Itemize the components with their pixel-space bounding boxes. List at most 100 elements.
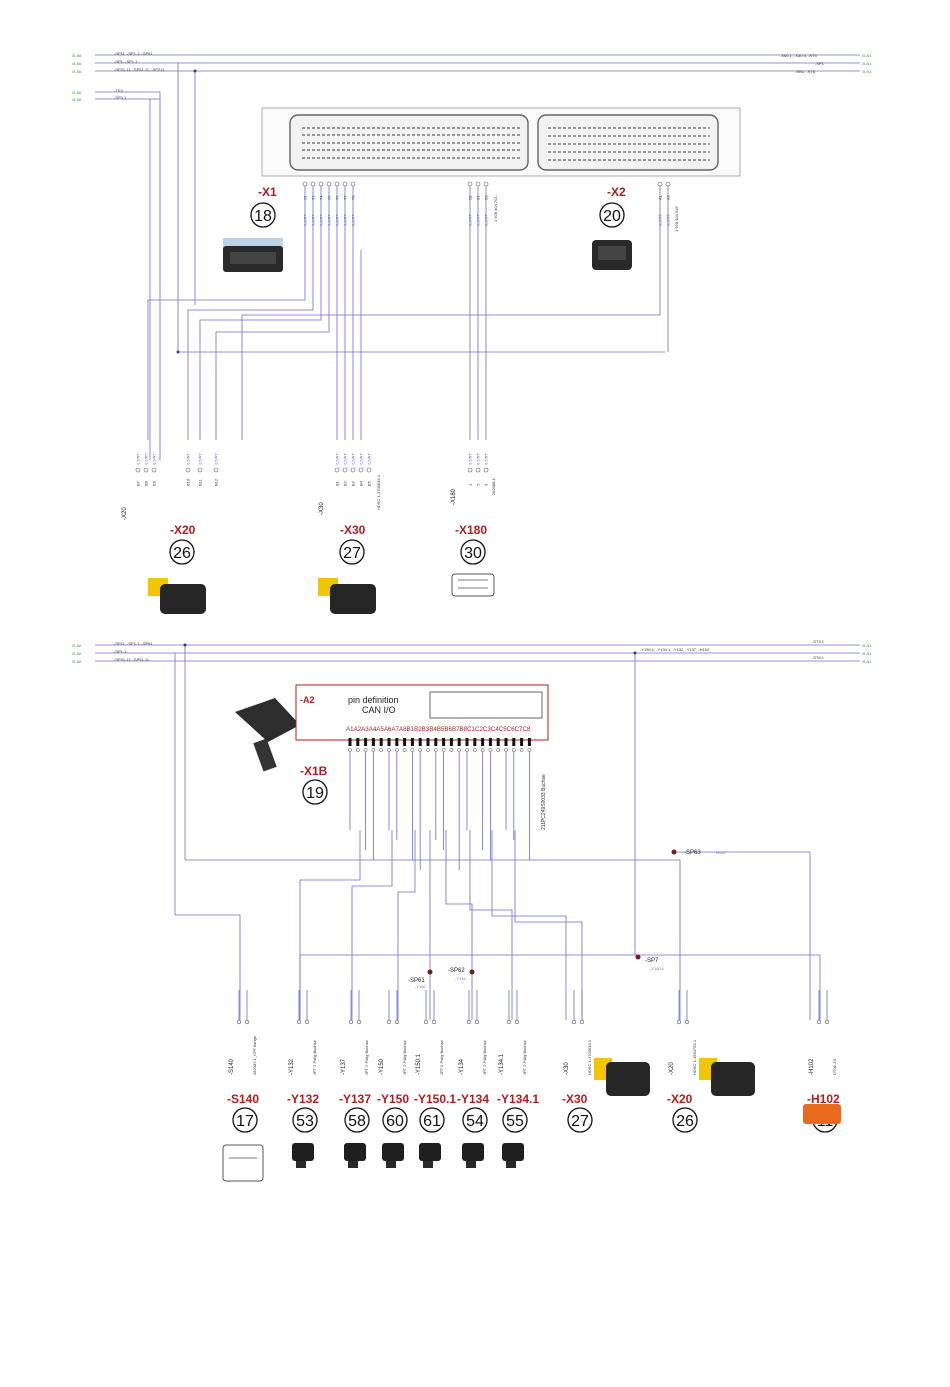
ref-label: /5.A6 bbox=[72, 69, 82, 74]
wire-spec: 0,5/RT bbox=[198, 453, 203, 465]
wire-spec: 0,5/RT bbox=[343, 453, 348, 465]
a2-pin bbox=[504, 738, 508, 746]
ref-wire: -TS3 bbox=[114, 88, 123, 93]
component-pin-label: -Y134.1 bbox=[499, 1053, 505, 1075]
a2-pin bbox=[348, 738, 352, 746]
a2-pin bbox=[379, 738, 383, 746]
ref-label: /5.A1 bbox=[862, 651, 872, 656]
pin-number: B2 bbox=[343, 480, 348, 486]
ref-label: /5.A6 bbox=[72, 643, 82, 648]
a2-pin-definition-box: -A2 pin definition CAN I/O A1A2A3A4A5A6A… bbox=[295, 684, 549, 741]
component-pin-label: -Y134 bbox=[459, 1058, 465, 1075]
component-pin-label: -Y150 bbox=[379, 1058, 385, 1075]
pin-terminal bbox=[334, 467, 340, 473]
x180-part: 282088-1 bbox=[491, 477, 496, 495]
pin-terminal bbox=[135, 467, 141, 473]
pin-def-sub: CAN I/O bbox=[362, 705, 396, 715]
component-label: -Y150 bbox=[377, 1092, 409, 1106]
pin-terminal bbox=[483, 467, 489, 473]
ecu-connector bbox=[261, 107, 741, 177]
pin-terminal bbox=[467, 467, 473, 473]
pin-terminal bbox=[467, 181, 473, 187]
x180-connector-image bbox=[451, 573, 495, 597]
ref-label: /5.A1 bbox=[862, 61, 872, 66]
component-circle bbox=[419, 1107, 445, 1133]
wire-spec: 0,5/RT bbox=[152, 453, 157, 465]
a2-pin bbox=[371, 738, 375, 746]
pin-terminal bbox=[483, 181, 489, 187]
a2-pin bbox=[488, 738, 492, 746]
component-number: 55 bbox=[506, 1113, 524, 1130]
ref-label: /5.A6 bbox=[72, 659, 82, 664]
component-part: 282087-1_CPT flange bbox=[252, 1035, 257, 1075]
component-label: -X30 bbox=[562, 1092, 588, 1106]
component-number: 60 bbox=[386, 1113, 404, 1130]
a2-pin bbox=[457, 738, 461, 746]
top-right-refs: -X60.1, -X50.4, -ST4 /5.A1 -SP1 /5.A1 -S… bbox=[780, 53, 872, 74]
component-circle bbox=[567, 1107, 593, 1133]
svg-text:-Y150: -Y150 bbox=[415, 984, 426, 989]
a2-pin bbox=[410, 738, 414, 746]
h102-image bbox=[803, 1104, 841, 1124]
a2-pin bbox=[426, 738, 430, 746]
ref-wire: -Y150.1, -Y134.1, -Y132, -Y137, -H102 bbox=[640, 647, 710, 652]
x20-circle bbox=[169, 539, 195, 565]
ref-wire: -ST6.1 bbox=[812, 655, 825, 660]
component-number: 26 bbox=[676, 1113, 694, 1130]
ref-wire: -SP1, -SP1.1 bbox=[114, 59, 138, 64]
component-label: -H102 bbox=[807, 1092, 840, 1106]
component-label: -S140 bbox=[227, 1092, 259, 1106]
ref-label: /5.A6 bbox=[72, 90, 82, 95]
component-label: -Y134.1 bbox=[497, 1092, 539, 1106]
component-circle bbox=[292, 1107, 318, 1133]
valve-image bbox=[462, 1143, 484, 1161]
wire-spec: 0,5/RT bbox=[484, 453, 489, 465]
a2-pin bbox=[395, 738, 399, 746]
component-part: HDSC 1-1563759-1 bbox=[692, 1039, 697, 1075]
component-pin-label: -X20 bbox=[669, 1062, 675, 1075]
ref-label: /5.A1 bbox=[862, 643, 872, 648]
a2-pin bbox=[434, 738, 438, 746]
wire-spec: 0,5/RT bbox=[351, 453, 356, 465]
svg-text:-SP62: -SP62 bbox=[448, 968, 465, 974]
component-label: -Y134 bbox=[457, 1092, 489, 1106]
wire-spec: 0,5/RT bbox=[136, 453, 141, 465]
ref-label: /5.A1 bbox=[862, 69, 872, 74]
x30-label: -X30 bbox=[340, 523, 366, 537]
pin-terminal bbox=[475, 467, 481, 473]
a2-pin bbox=[473, 738, 477, 746]
a2-pin bbox=[512, 738, 516, 746]
pin-terminal bbox=[665, 181, 671, 187]
component-part: JPT 2 Polig Buchse bbox=[439, 1039, 444, 1075]
top-left-refs: /5.A6 -SP11, -SP1.1, -SP61 /5.A6 -SP1, -… bbox=[72, 51, 165, 102]
a2-pins bbox=[299, 738, 583, 1020]
pin-number: B11 bbox=[198, 478, 203, 486]
pin-def-title: pin definition bbox=[348, 695, 399, 705]
pin-number: B7 bbox=[136, 480, 141, 486]
s140-image bbox=[222, 1144, 264, 1182]
component-circle bbox=[344, 1107, 370, 1133]
pin-terminal bbox=[350, 181, 356, 187]
x20-connector-image bbox=[148, 578, 206, 614]
splice-sp62: -SP62 -Y134 bbox=[448, 968, 475, 981]
x30-part: HDSC 1-1703639-1 bbox=[376, 474, 381, 510]
splice-sp63: -SP63 H102 bbox=[671, 849, 726, 856]
component-number: 54 bbox=[466, 1113, 484, 1130]
a2-pin bbox=[527, 738, 531, 746]
wire-spec: 0,5/RT bbox=[476, 453, 481, 465]
pin-terminal bbox=[342, 181, 348, 187]
pin-number: B5 bbox=[367, 480, 372, 486]
x180-circle bbox=[460, 539, 486, 565]
ref-wire: -SP11, -SP1.1, -SP61 bbox=[114, 51, 153, 56]
component-pin-label: -H102 bbox=[809, 1058, 815, 1075]
bottom-diagram: /5.A6 -SP11, -SP1.1, -SP61 /5.A6 -SP1.1 … bbox=[72, 639, 872, 1182]
ref-wire: -SP11, -SP1.1, -SP61 bbox=[114, 641, 153, 646]
a2-module-image bbox=[235, 698, 300, 772]
wire-spec: 0,5/RT bbox=[335, 453, 340, 465]
splice-sp61: -SP61 -Y150 bbox=[408, 969, 433, 989]
x1b-number: 19 bbox=[306, 785, 324, 802]
